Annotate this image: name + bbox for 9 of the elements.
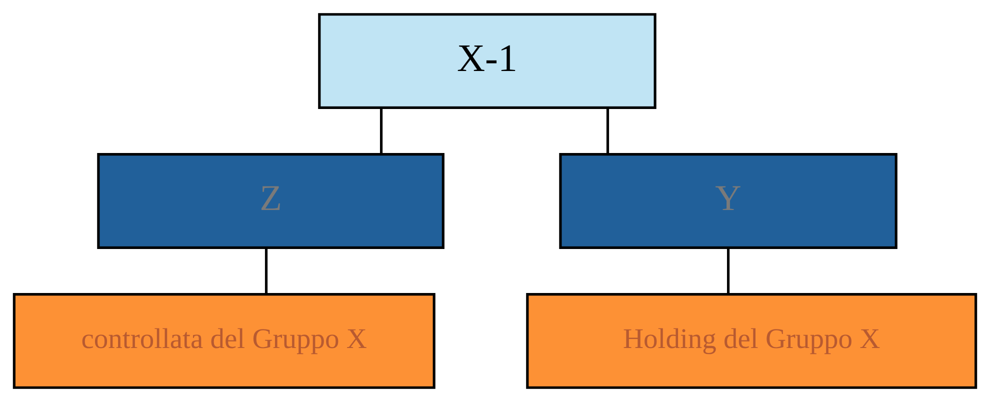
connector xyxy=(379,108,382,154)
node-box: X-1 xyxy=(318,12,656,108)
node-box: controllata del Gruppo X xyxy=(12,292,435,388)
node-box: Holding del Gruppo X xyxy=(526,292,977,388)
connector xyxy=(726,248,730,294)
connector xyxy=(606,108,609,154)
node-box: Z xyxy=(96,152,444,248)
node-box: Y xyxy=(558,152,897,248)
connector xyxy=(264,248,268,294)
